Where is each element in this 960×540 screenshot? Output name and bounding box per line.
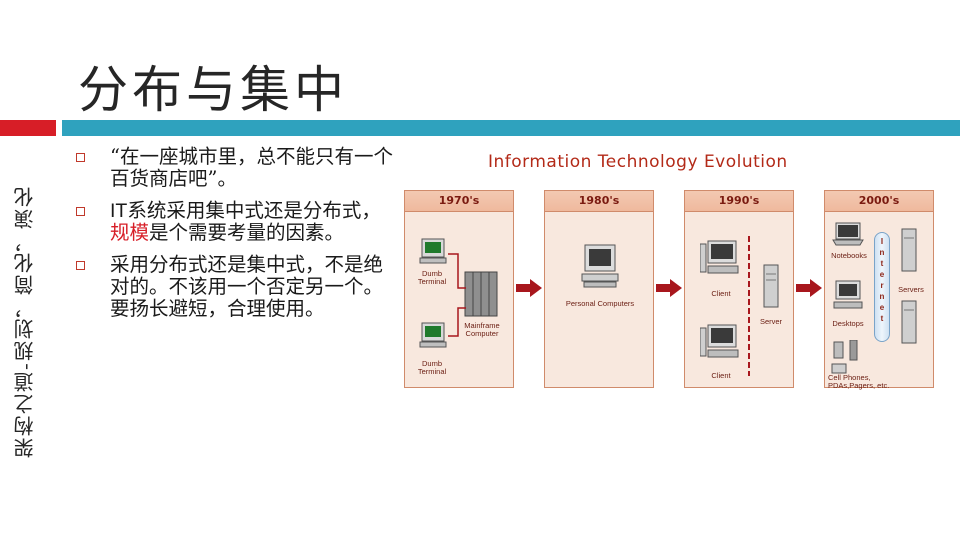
dumb-terminal-label: Dumb Terminal: [417, 359, 447, 376]
notebooks-label: Notebooks: [831, 251, 867, 260]
square-bullet-icon: [76, 261, 85, 270]
bullet-list: “在一座城市里，总不能只有一个百货商店吧”。 IT系统采用集中式还是分布式，规模…: [76, 146, 396, 330]
era-heading: 1990's: [685, 191, 793, 212]
servers-label: Servers: [898, 285, 924, 294]
bullet-text: 采用分布式还是集中式，不是绝对的。不该用一个否定另一个。要扬长避短，合理使用。: [110, 253, 384, 320]
square-bullet-icon: [76, 153, 85, 162]
era-heading: 1980's: [545, 191, 653, 212]
server-icon: [901, 300, 917, 344]
title-accent-bar-red: [0, 120, 56, 136]
notebook-icon: [832, 222, 864, 246]
internet-cloud: Internet: [874, 232, 890, 342]
mobile-devices-label: Cell Phones, PDAs,Pagers, etc.: [828, 373, 890, 390]
network-bus-line: [748, 236, 750, 376]
client-computer-icon: [700, 324, 739, 358]
side-caption: 架构之道-规划，简化，演化: [13, 185, 37, 458]
bullet-text: “在一座城市里，总不能只有一个百货商店吧”。: [110, 145, 393, 190]
bullet-prefix: IT: [110, 200, 128, 222]
bullet-item: 采用分布式还是集中式，不是绝对的。不该用一个否定另一个。要扬长避短，合理使用。: [76, 254, 396, 320]
internet-label: Internet: [877, 237, 887, 325]
desktops-label: Desktops: [832, 319, 864, 328]
era-heading: 1970's: [405, 191, 513, 212]
client-computer-icon: [700, 240, 739, 274]
server-label: Server: [759, 317, 783, 326]
client-label: Client: [711, 371, 731, 380]
slide-title: 分布与集中: [78, 61, 348, 119]
right-arrow-icon: [796, 279, 822, 297]
bullet-text: 系统采用集中式还是分布式，: [127, 199, 381, 222]
server-icon: [763, 264, 779, 308]
desktop-icon: [833, 280, 863, 309]
server-icon: [901, 228, 917, 272]
diagram-title: Information Technology Evolution: [488, 152, 788, 172]
era-panel-1980s: 1980's: [544, 190, 654, 388]
it-evolution-diagram: Information Technology Evolution 1970's …: [404, 152, 934, 392]
title-accent-bar-teal: [62, 120, 960, 136]
personal-computer-icon: [581, 244, 619, 288]
mobile-devices-icon: [831, 340, 858, 374]
mainframe-icon: [464, 271, 498, 317]
client-label: Client: [711, 289, 731, 298]
bullet-item: “在一座城市里，总不能只有一个百货商店吧”。: [76, 146, 396, 190]
dumb-terminal-icon: [419, 322, 447, 348]
connection-line: [448, 253, 466, 337]
right-arrow-icon: [656, 279, 682, 297]
bullet-highlight: 规模: [110, 221, 150, 244]
dumb-terminal-label: Dumb Terminal: [417, 269, 447, 286]
era-heading: 2000's: [825, 191, 933, 212]
square-bullet-icon: [76, 207, 85, 216]
personal-computers-label: Personal Computers: [565, 299, 635, 308]
mainframe-label: Mainframe Computer: [464, 321, 500, 338]
bullet-text: 是个需要考量的因素。: [149, 221, 345, 244]
bullet-item: IT系统采用集中式还是分布式，规模是个需要考量的因素。: [76, 200, 396, 244]
right-arrow-icon: [516, 279, 542, 297]
dumb-terminal-icon: [419, 238, 447, 264]
